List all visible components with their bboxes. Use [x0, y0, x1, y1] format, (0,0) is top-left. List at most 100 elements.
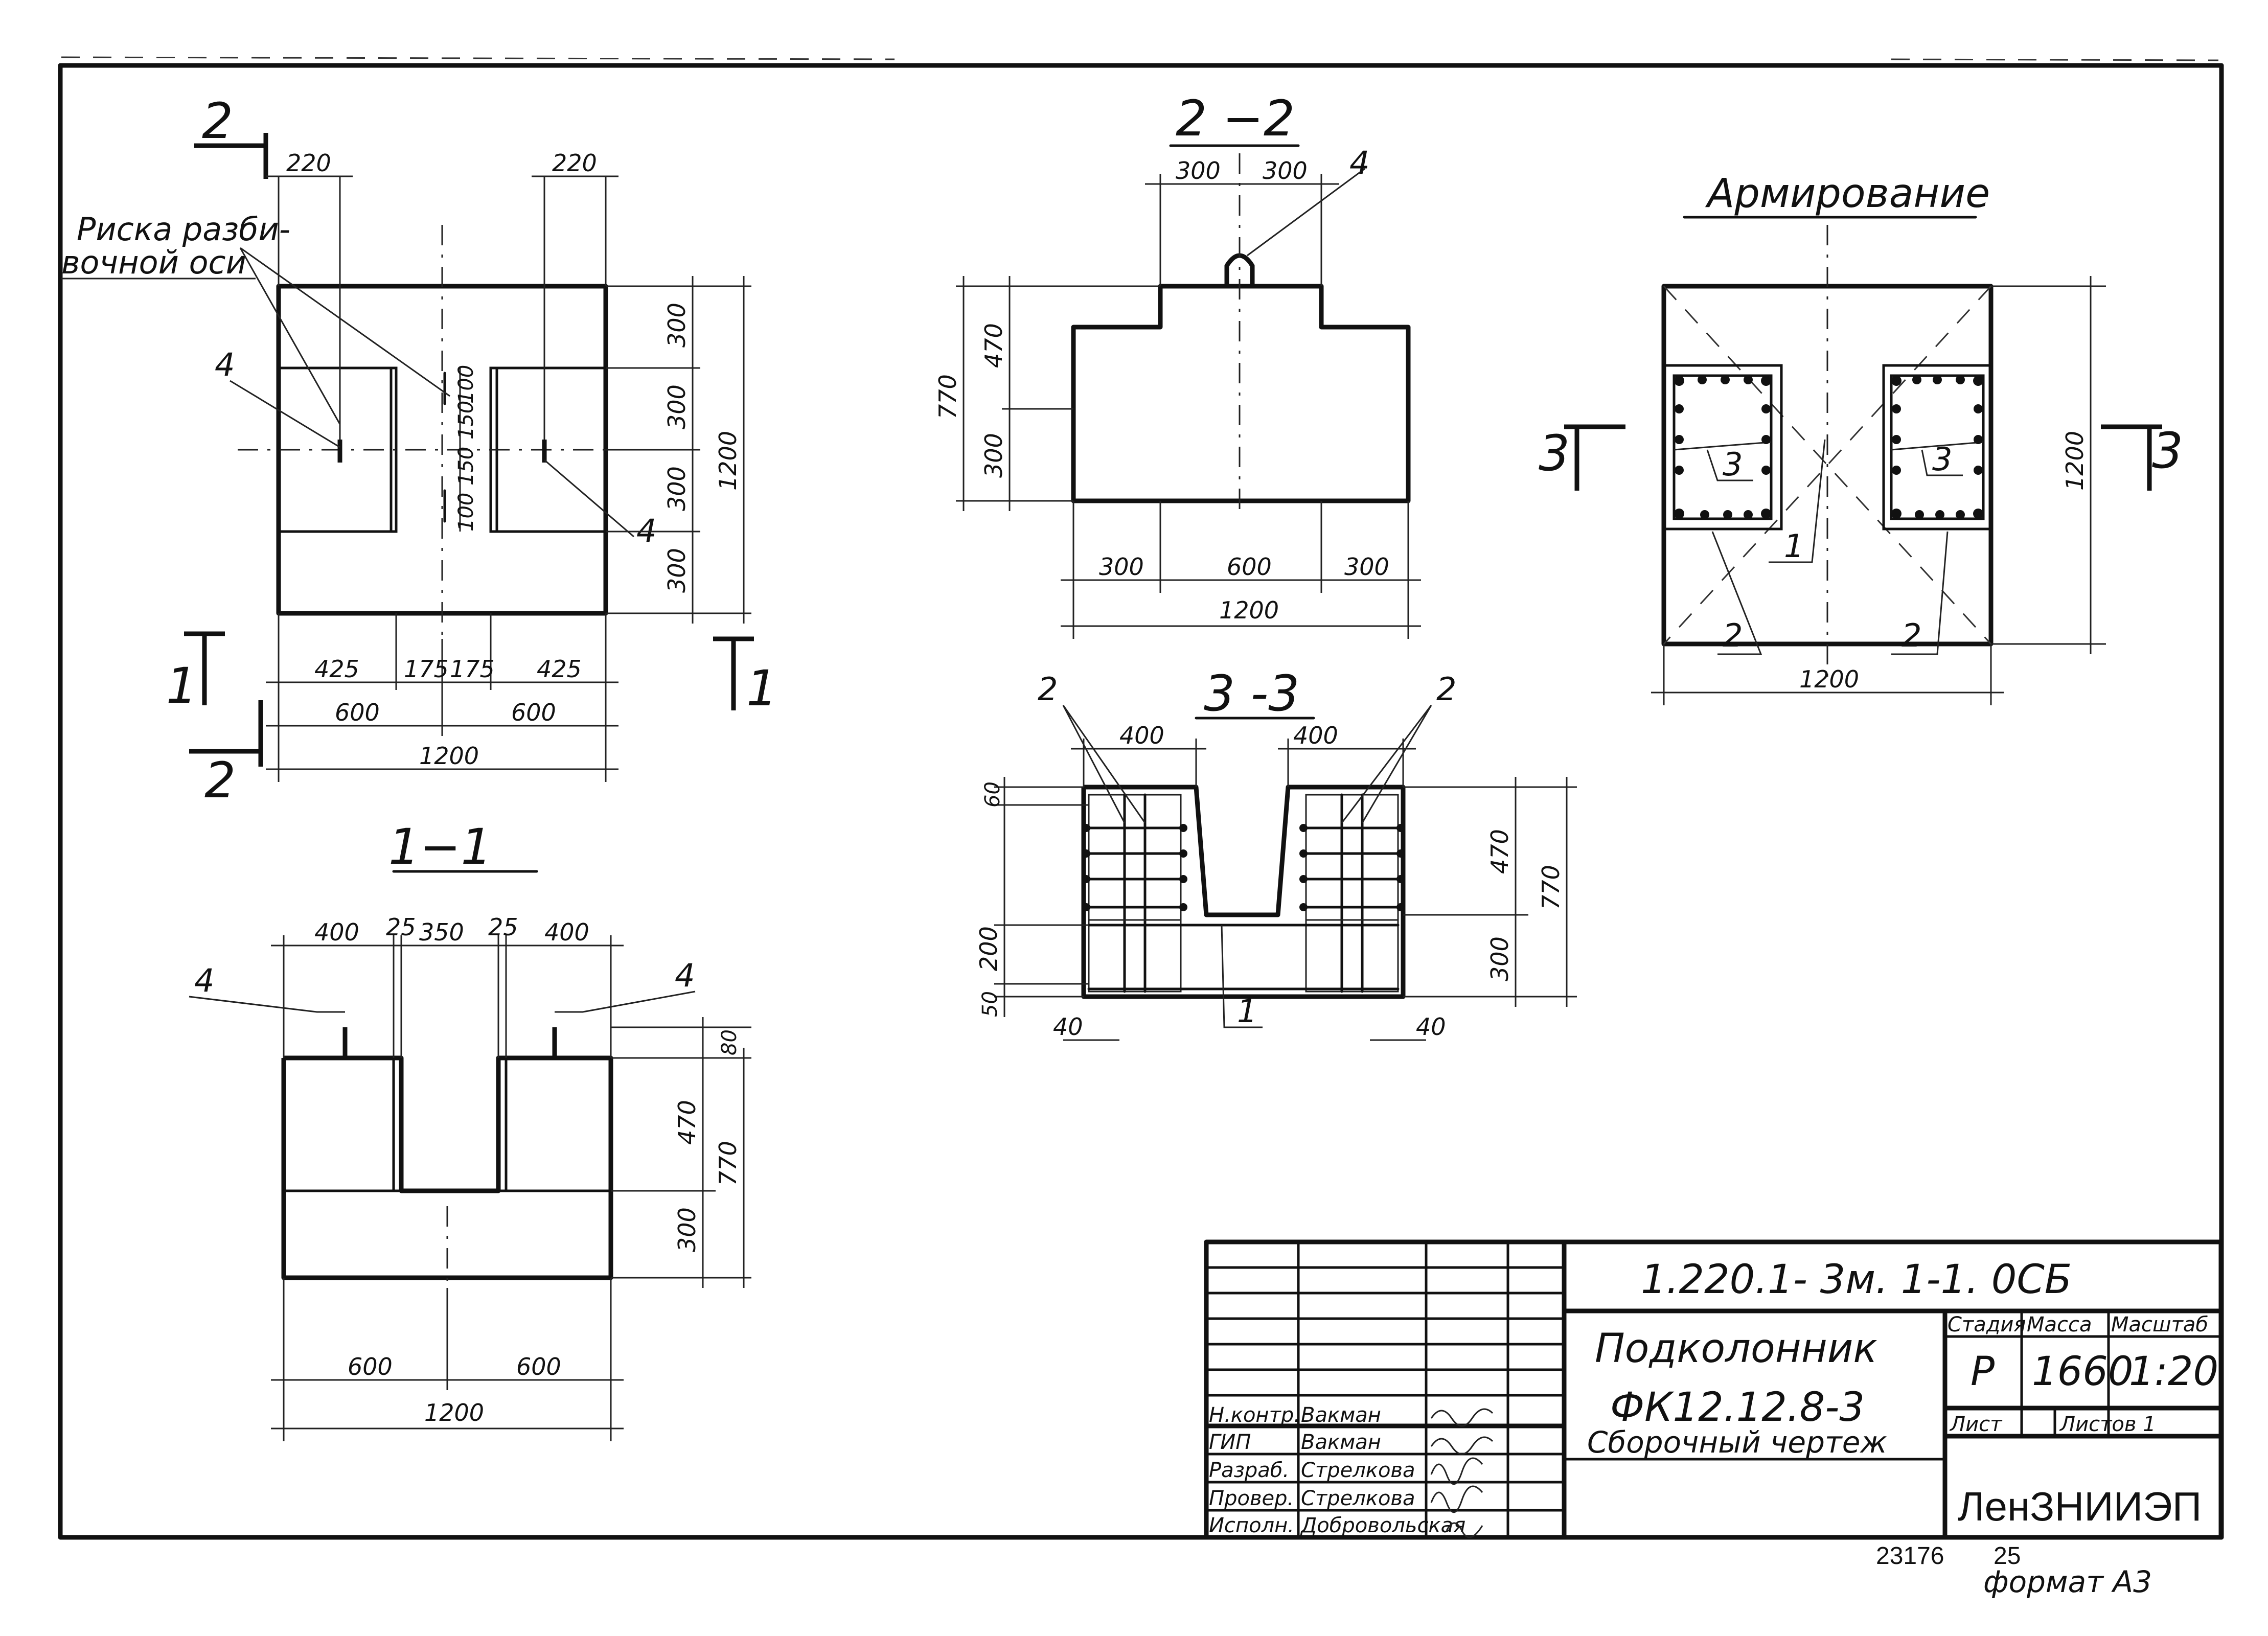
tb-header-scale: Масштаб [2111, 1313, 2208, 1337]
reinf-cage-left-box [1662, 364, 1783, 531]
reinf-rod-dot [1675, 435, 1684, 444]
tb-value-mass: 1660 [2032, 1349, 2134, 1395]
tb-value-scale: 1:20 [2129, 1349, 2218, 1395]
plan-dim-right-1: 300 [663, 303, 691, 348]
tb-name-line1: Подколонник [1595, 1326, 1877, 1372]
sec33-leader-2l-a [1062, 705, 1126, 823]
reinf-leader-2-right [1891, 531, 1949, 655]
plan-dim-b2-2: 600 [511, 699, 556, 726]
sec33-rod-dot [1082, 903, 1090, 911]
reinf-rod-dot [1744, 510, 1753, 519]
sec22-dim-left-3: 770 [934, 374, 961, 419]
tb-sheets-label: Листов 1 [2059, 1413, 2156, 1436]
reinf-rod-dot [1973, 509, 1983, 519]
sec22-dim-b2: 1200 [1219, 596, 1279, 624]
reinf-rod-dot [1974, 435, 1983, 444]
plan-dim-right-3: 300 [663, 466, 691, 511]
reinf-title: Армирование [1705, 171, 1990, 217]
sec33-leader-1 [1221, 925, 1263, 1028]
sec33-rod-dot [1299, 903, 1308, 911]
reinf-rod-dot [1892, 404, 1901, 413]
reinf-rod-dot [1892, 466, 1901, 475]
sec33-rod-dot [1396, 849, 1405, 858]
sec33-leader-2r-b [1361, 705, 1432, 823]
plan-callout-4-left: 4 [215, 346, 235, 383]
sec11-leader-right [555, 990, 696, 1013]
reinf-rod-dot [1721, 375, 1730, 384]
reinf-rod-dot [1761, 466, 1771, 475]
reinf-rod-dot [1698, 375, 1707, 384]
tb-name-2: Вакман [1301, 1431, 1381, 1454]
plan-dim-top-right: 220 [552, 149, 597, 177]
sheet-frame [58, 63, 2224, 1540]
tb-role-2: ГИП [1209, 1431, 1251, 1454]
sec33-rod-dot [1299, 849, 1308, 858]
title-block-frame [1204, 1239, 2224, 1540]
plan-dim-mid-1: 100 [454, 365, 478, 404]
sec22-dim-top-2: 300 [1263, 157, 1308, 185]
sec11-dim-b2: 1200 [424, 1399, 484, 1426]
reinf-leader-2-left [1711, 531, 1762, 655]
top-trim-line [61, 56, 895, 60]
plan-note-line2: вочной оси [61, 244, 246, 281]
plan-dim-right-2: 300 [663, 384, 691, 429]
tb-code: 1.220.1- 3м. 1-1. 0СБ [1641, 1257, 2072, 1303]
format-note: формат А3 [1983, 1564, 2152, 1599]
sec33-leader-2r-a [1341, 705, 1432, 823]
sec33-cage-right-frame [1305, 794, 1399, 993]
sec33-dim-right-2: 300 [1486, 936, 1514, 981]
sec33-outline [1081, 785, 1406, 999]
reinf-rod-dot [1675, 466, 1684, 475]
tb-sheet-label: Лист [1949, 1413, 2003, 1436]
plan-dim-b2-1: 600 [335, 699, 380, 726]
reinf-rod-dot [1744, 375, 1753, 384]
reinf-rod-dot [1700, 510, 1709, 519]
tb-name-3: Стрелкова [1301, 1459, 1415, 1482]
plan-dim-b1-4: 425 [537, 655, 582, 683]
reinf-rod-dot [1761, 435, 1771, 444]
sec33-rod-dot [1179, 903, 1187, 911]
sec33-rod-dot [1179, 849, 1187, 858]
sec22-dim-top-1: 300 [1176, 157, 1221, 185]
sec33-dim-left-2: 200 [975, 926, 1002, 971]
plan-dim-b1-2: 175 [404, 655, 449, 683]
sec11-dim-top-4: 25 [488, 913, 518, 941]
plan-callout-4-left-leader [230, 380, 340, 448]
sec33-dim-bottom-left: 40 [1053, 1013, 1083, 1041]
plan-dim-mid-3: 150 [454, 447, 478, 486]
sec11-dim-b1-1: 600 [348, 1353, 393, 1380]
sec11-callout-right: 4 [675, 957, 695, 994]
plan-dim-b1-3: 175 [450, 655, 495, 683]
tb-role-3: Разраб. [1209, 1459, 1289, 1482]
sec11-dim-right-1: 80 [718, 1029, 741, 1055]
reinf-rod-dot [1761, 509, 1771, 519]
signature-5 [1446, 1522, 1483, 1538]
sec11-leader-left [189, 996, 345, 1013]
sec11-dim-top-1: 400 [314, 918, 359, 946]
reinf-rod-dot [1674, 376, 1684, 386]
reinf-rod-dot [1956, 375, 1965, 384]
cut-mark-1-left-label: 1 [166, 657, 197, 715]
plan-note-leader-2 [240, 247, 450, 397]
sec33-rod-dot [1082, 875, 1090, 883]
tb-header-stage: Стадия [1948, 1313, 2026, 1337]
reinf-diag-1 [1663, 285, 1992, 645]
tb-value-stage: Р [1971, 1349, 1995, 1395]
sec11-callout-left: 4 [194, 962, 214, 999]
plan-dim-mid-2: 150 [454, 401, 478, 440]
tb-name-line2: ФК12.12.8-3 [1610, 1385, 1865, 1431]
reinf-rod-dot [1761, 376, 1771, 386]
plan-dim-top-left: 220 [286, 149, 331, 177]
reinf-dim-bottom: 1200 [1799, 665, 1859, 693]
sec11-title: 1−1 [388, 818, 492, 875]
sec33-cage-left-frame [1088, 794, 1182, 993]
sec22-dim-b1-3: 300 [1344, 553, 1389, 581]
reinf-rod-dot [1892, 435, 1901, 444]
sec33-dim-left-1: 60 [981, 781, 1004, 808]
cut-mark-2-top-label: 2 [202, 93, 233, 150]
tb-name-5: Добровольская [1300, 1514, 1465, 1537]
reinf-rod-dot [1761, 404, 1771, 413]
sec11-dim-b1-2: 600 [516, 1353, 561, 1380]
sec22-dim-left-1: 470 [980, 323, 1007, 368]
